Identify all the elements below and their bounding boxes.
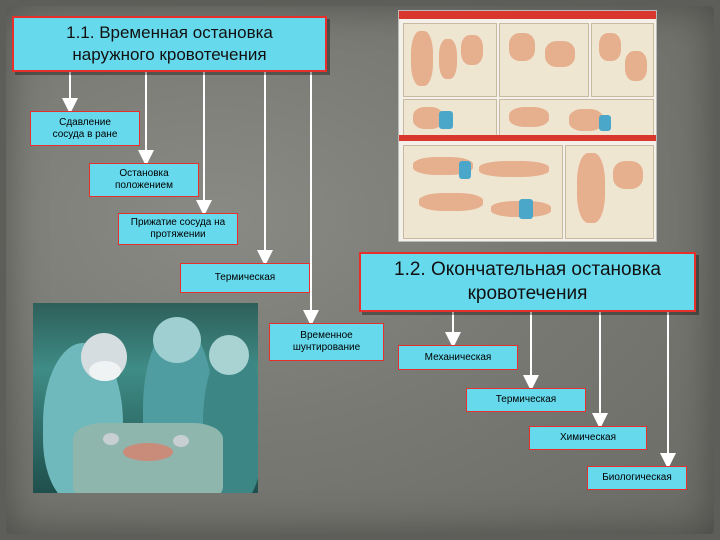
vessel-pressure-wound-text: Сдавление сосуда в ране xyxy=(52,116,118,140)
biological-box: Биологическая xyxy=(587,466,687,490)
temporary-stop-title: 1.1. Временная остановка наружного крово… xyxy=(12,16,327,72)
temporary-shunting-box: Временное шунтирование xyxy=(269,323,384,361)
first-aid-poster-image xyxy=(398,10,657,242)
mechanical-text: Механическая xyxy=(424,351,492,363)
thermal-right-text: Термическая xyxy=(495,394,557,405)
stop-by-position-box: Остановка положением xyxy=(89,163,199,197)
thermal-left-text: Термическая xyxy=(214,272,276,283)
stop-by-position-text: Остановка положением xyxy=(115,168,173,191)
vessel-pressure-along-text: Прижатие сосуда на протяжении xyxy=(130,217,226,240)
final-stop-title-text: 1.2. Окончательная остановка кровотечени… xyxy=(394,259,661,304)
biological-text: Биологическая xyxy=(602,472,672,483)
final-stop-title: 1.2. Окончательная остановка кровотечени… xyxy=(359,252,696,312)
mechanical-box: Механическая xyxy=(398,345,518,370)
thermal-right-box: Термическая xyxy=(466,388,586,412)
vessel-pressure-along-box: Прижатие сосуда на протяжении xyxy=(118,213,238,245)
chemical-text: Химическая xyxy=(559,432,617,443)
vessel-pressure-wound-box: Сдавление сосуда в ране xyxy=(30,111,140,146)
thermal-left-box: Термическая xyxy=(180,263,310,293)
surgery-photo xyxy=(33,303,258,493)
temporary-shunting-text: Временное шунтирование xyxy=(292,330,361,353)
temporary-stop-title-text: 1.1. Временная остановка наружного крово… xyxy=(66,23,273,64)
chemical-box: Химическая xyxy=(529,426,647,450)
